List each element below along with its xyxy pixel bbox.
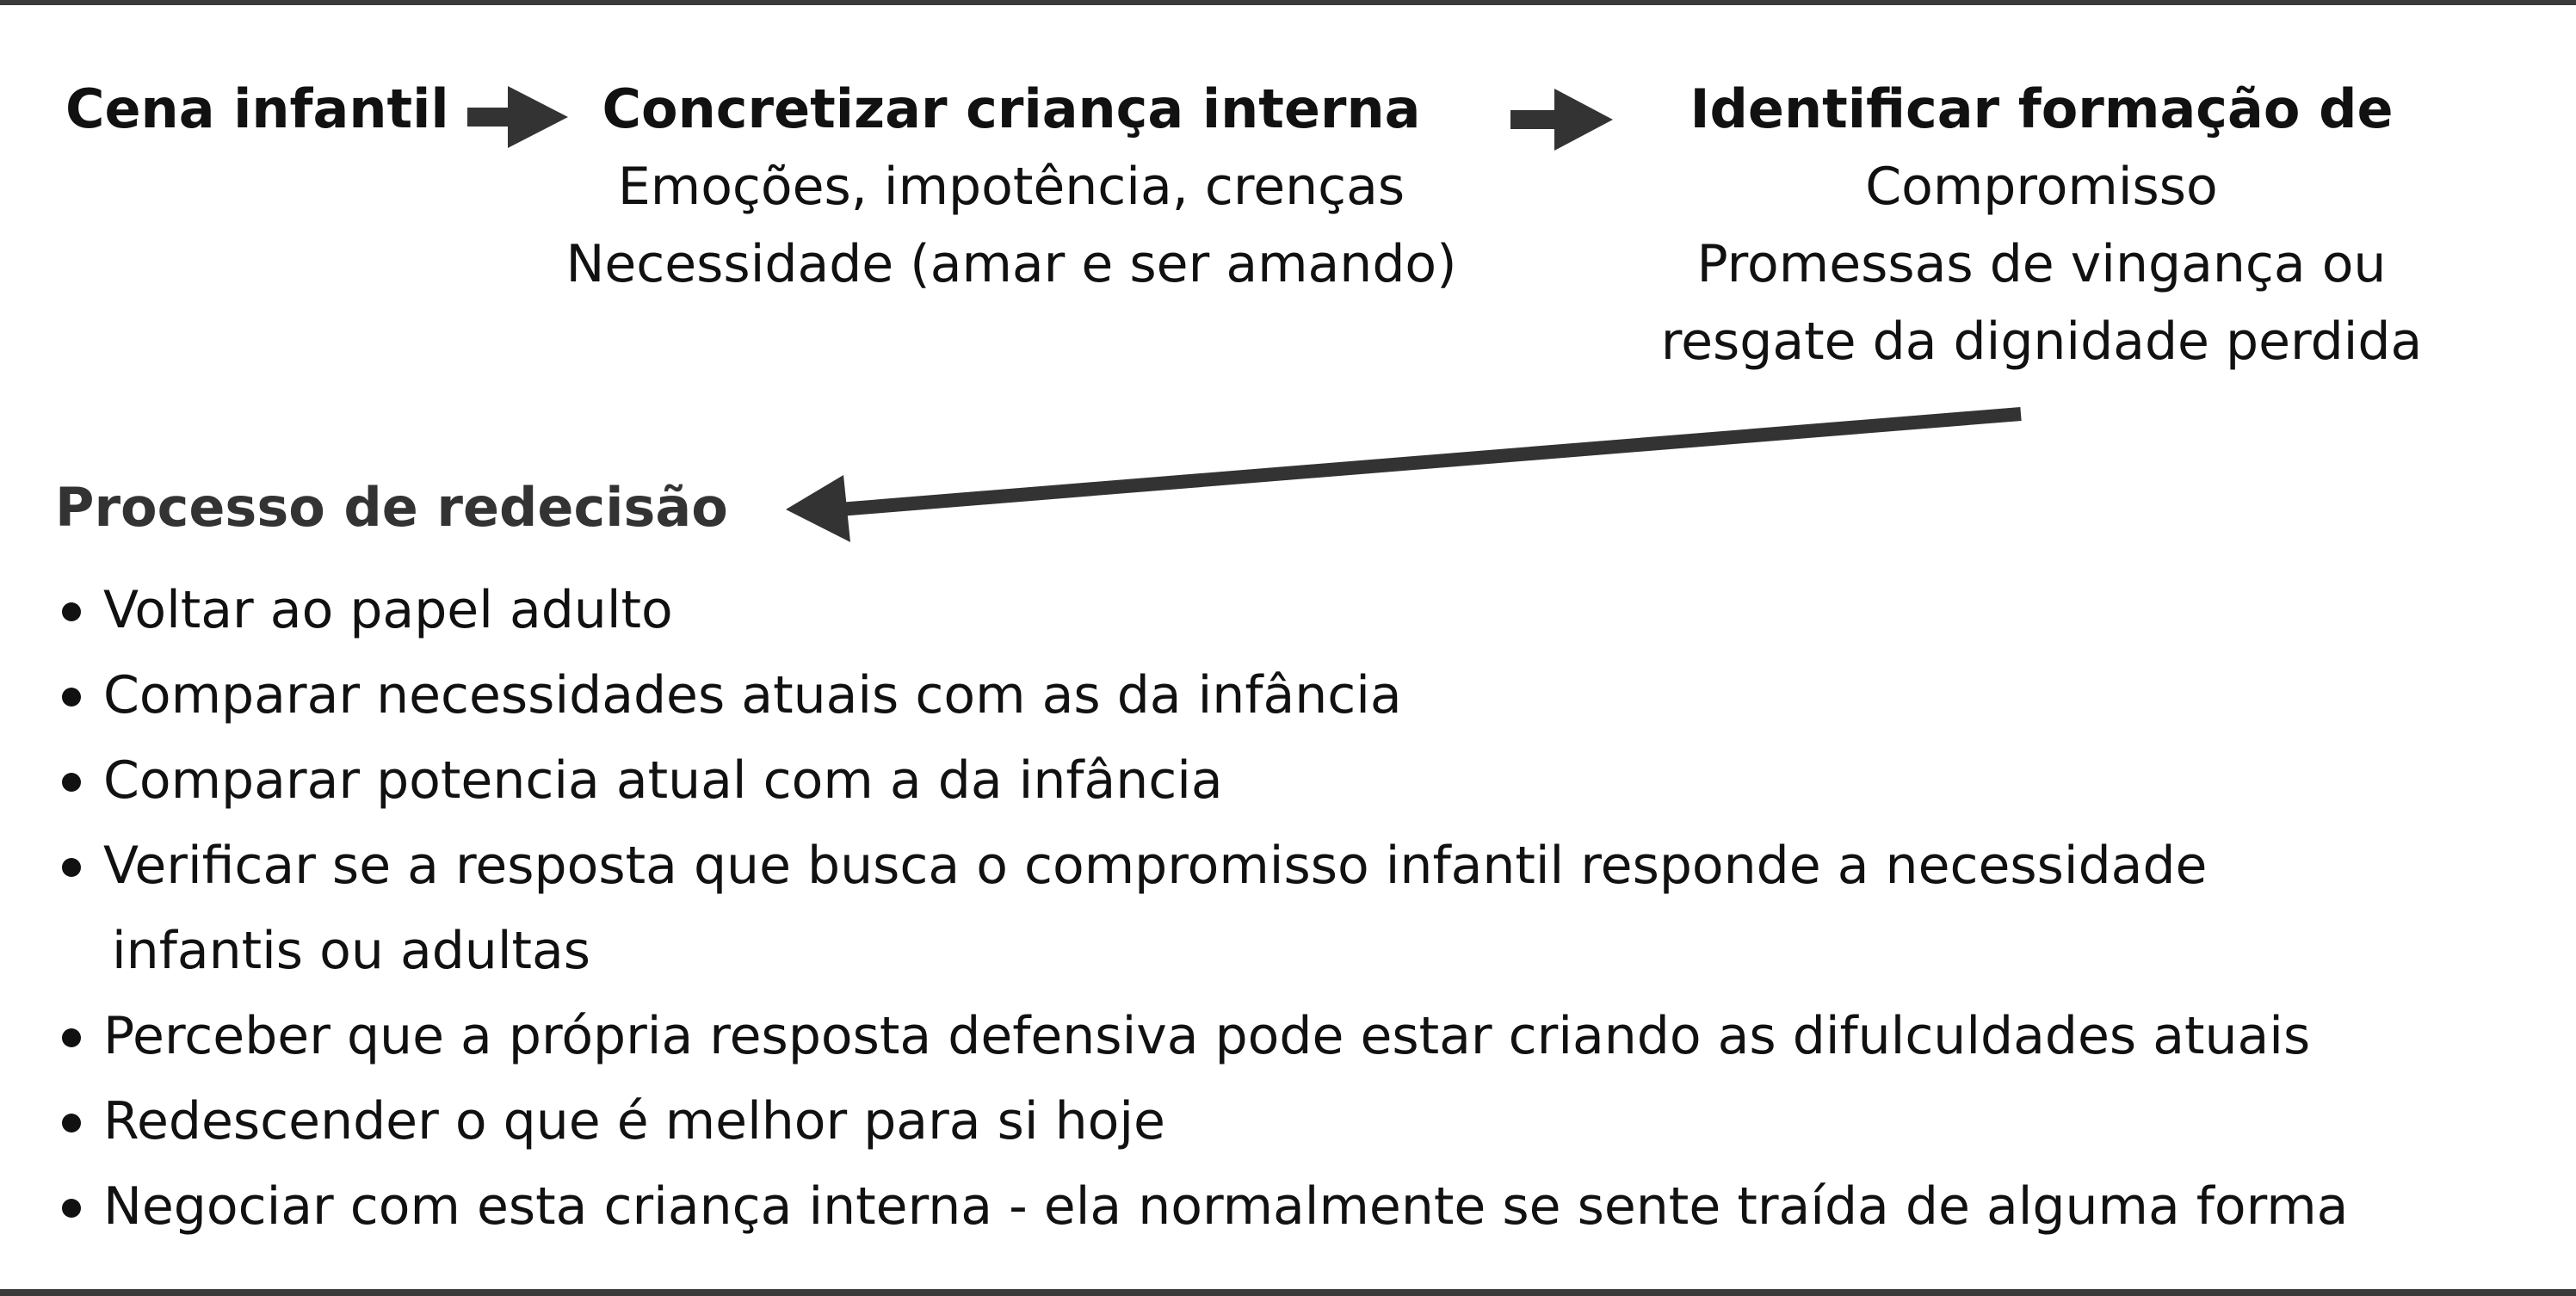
list-item-text: Comparar potencia atual com a da infânci…: [103, 750, 1223, 811]
arrow-step1-to-step2: [467, 86, 568, 148]
bullet-dot: [62, 773, 81, 792]
list-item: Comparar necessidades atuais com as da i…: [55, 653, 2348, 738]
step-identificar-title: Identificar formação de: [1690, 77, 2394, 140]
list-item-text: Negociar com esta criança interna - ela …: [103, 1176, 2349, 1237]
bullet-dot: [62, 1114, 81, 1132]
list-item-text: Verificar se a resposta que busca o comp…: [103, 836, 2208, 896]
step-identificar-line-2: Promessas de vingança ou: [1696, 234, 2387, 294]
step-concretizar-line-1: Emoções, impotência, crenças: [617, 157, 1405, 217]
arrow-step2-to-step3: [1510, 89, 1613, 151]
list-item: Redescender o que é melhor para si hoje: [55, 1079, 2348, 1164]
list-item: Comparar potencia atual com a da infânci…: [55, 738, 2348, 824]
list-item: Negociar com esta criança interna - ela …: [55, 1164, 2348, 1250]
step-identificar-line-3: resgate da dignidade perdida: [1660, 312, 2423, 372]
bullet-dot: [62, 1199, 81, 1218]
step-identificar-line-1: Compromisso: [1865, 157, 2218, 217]
list-item-text: Perceber que a própria resposta defensiv…: [103, 1006, 2311, 1066]
list-item-continuation: infantis ou adultas: [112, 921, 591, 981]
process-title: Processo de redecisão: [55, 476, 728, 539]
list-item-text: Redescender o que é melhor para si hoje: [103, 1091, 1165, 1151]
list-item: Perceber que a própria resposta defensiv…: [55, 994, 2348, 1079]
step-cena-infantil: Cena infantil: [65, 77, 449, 140]
bullet-dot: [62, 602, 81, 621]
list-item: Verificar se a resposta que busca o comp…: [55, 824, 2348, 994]
list-item-text: Comparar necessidades atuais com as da i…: [103, 665, 1402, 725]
bullet-dot: [62, 858, 81, 877]
list-item-text: Voltar ao papel adulto: [103, 580, 673, 640]
list-item: Voltar ao papel adulto: [55, 568, 2348, 653]
bullet-dot: [62, 688, 81, 707]
bullet-dot: [62, 1028, 81, 1047]
step-concretizar-title: Concretizar criança interna: [602, 77, 1421, 140]
arrow-step3-to-process: [786, 407, 2022, 542]
step-concretizar-line-2: Necessidade (amar e ser amando): [565, 234, 1457, 294]
process-list: Voltar ao papel adulto Comparar necessid…: [55, 568, 2348, 1250]
